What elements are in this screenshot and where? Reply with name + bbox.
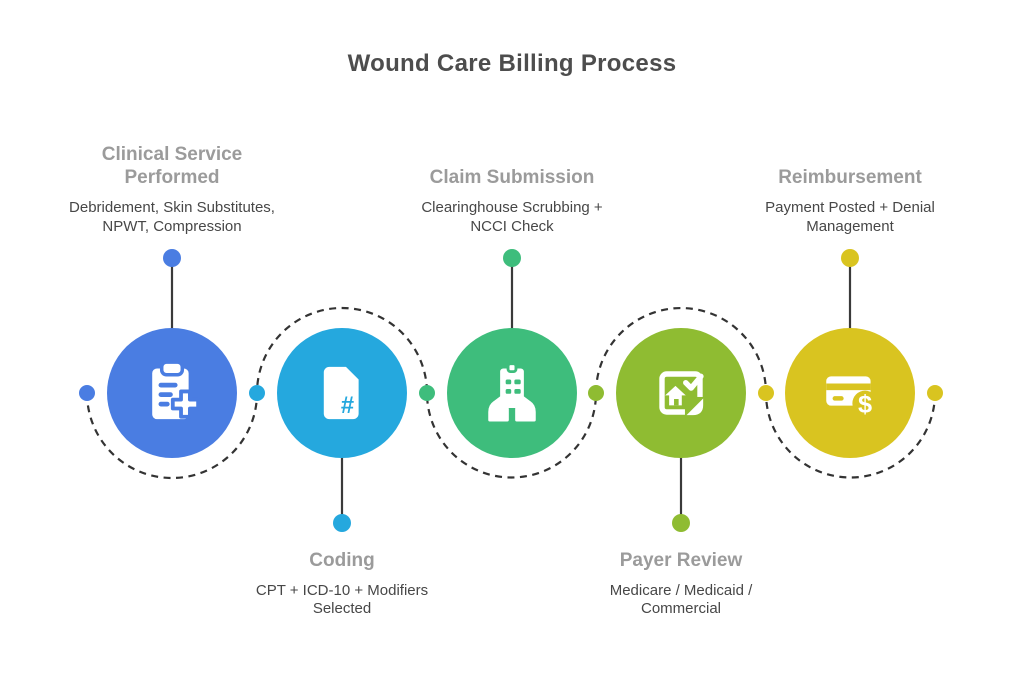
step-label-payer-review: Payer Review Medicare / Medicaid / Comme… [561, 549, 801, 619]
node-dot [333, 514, 351, 532]
step-subtitle: Medicare / Medicaid / Commercial [609, 582, 753, 618]
wave-dot [927, 385, 943, 401]
note-house-check-icon [659, 371, 704, 416]
clipboard-plus-icon [152, 360, 201, 420]
file-hash-icon: # [323, 366, 359, 420]
step-title: Coding [309, 550, 375, 571]
wave-dot [758, 385, 774, 401]
step-subtitle: Clearinghouse Scrubbing + NCCI Check [421, 199, 603, 235]
step-circle-coding: # [277, 328, 407, 458]
hash-glyph: # [341, 392, 354, 419]
step-label-reimbursement: Reimbursement Payment Posted + Denial Ma… [730, 166, 970, 236]
node-dot [163, 249, 181, 267]
credit-card-dollar-icon: $ [826, 376, 878, 418]
step-subtitle: Payment Posted + Denial Management [765, 199, 935, 235]
dollar-glyph: $ [858, 390, 872, 418]
step-title: Claim Submission [429, 167, 595, 189]
hands-clipboard-icon [488, 362, 536, 422]
step-subtitle: CPT + ICD-10 + Modifiers Selected [255, 582, 429, 618]
step-title: Reimbursement [778, 167, 922, 189]
step-title: Payer Review [619, 550, 743, 571]
wave-dot [79, 385, 95, 401]
page-title: Wound Care Billing Process [347, 50, 677, 77]
step-circle-payer-review [616, 328, 746, 458]
step-circle-claim-submission [447, 328, 577, 458]
step-circle-clinical-service [107, 328, 237, 458]
step-title: Clinical Service Performed [101, 144, 243, 189]
step-label-claim-submission: Claim Submission Clearinghouse Scrubbing… [392, 166, 632, 236]
step-subtitle: Debridement, Skin Substitutes, NPWT, Com… [69, 199, 275, 235]
dashed-wave-path [85, 306, 937, 480]
wave-dot [419, 385, 435, 401]
step-label-clinical-service: Clinical Service Performed Debridement, … [52, 143, 292, 236]
wave-dot [588, 385, 604, 401]
node-dot [841, 249, 859, 267]
step-label-coding: Coding CPT + ICD-10 + Modifiers Selected [222, 549, 462, 619]
node-dot [503, 249, 521, 267]
step-circle-reimbursement: $ [785, 328, 915, 458]
node-dot [672, 514, 690, 532]
wave-dot [249, 385, 265, 401]
